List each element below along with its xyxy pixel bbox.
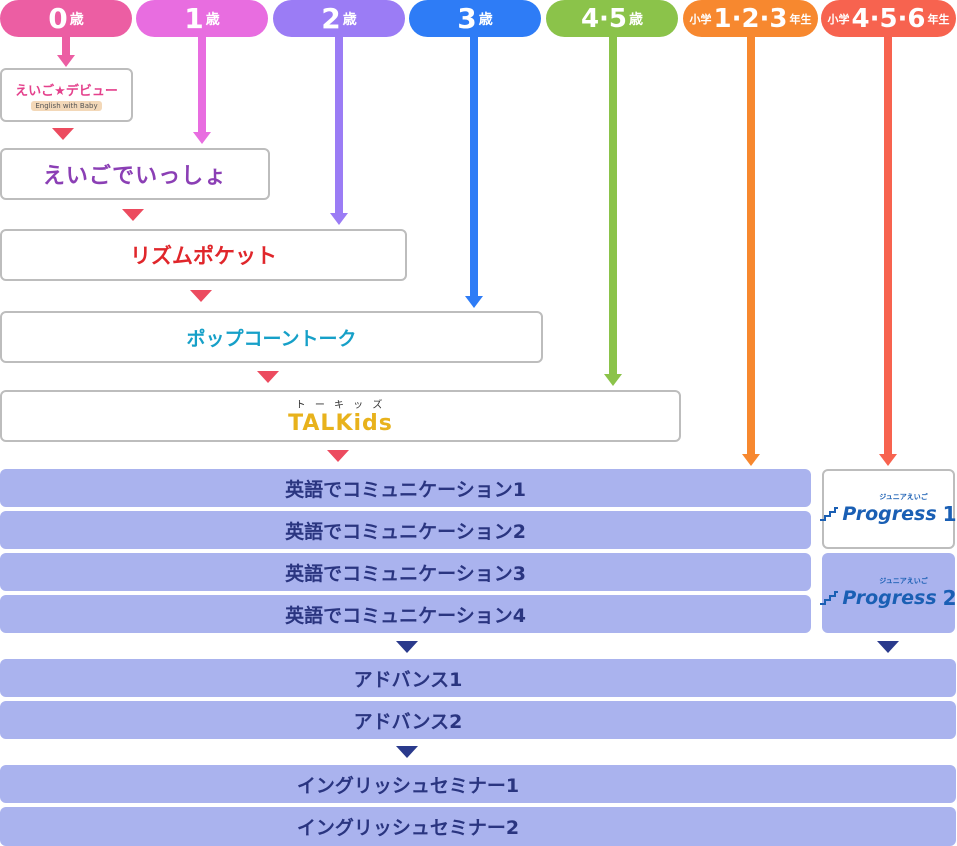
progress-1-logo: Progress 1	[820, 502, 957, 526]
grade-123-connector	[747, 37, 755, 455]
flow-arrow-7	[877, 641, 899, 653]
tab-age-1-unit: 歳	[205, 11, 220, 28]
course-advance-1: アドバンス1	[0, 659, 956, 697]
tab-grade-456: 小学 4·5·6 年生	[821, 0, 956, 37]
program-eigo-issho: えいごでいっしょ	[0, 148, 270, 200]
tab-grade-123-unit: 年生	[789, 12, 812, 26]
progress-1-label: Progress	[842, 503, 937, 525]
progress-1-num: 1	[942, 502, 957, 526]
age-0-arrow	[57, 55, 75, 67]
program-progress-1: ジュニアえいご Progress 1	[820, 469, 957, 549]
course-communication-4: 英語でコミュニケーション4	[0, 595, 811, 633]
course-communication-3: 英語でコミュニケーション3	[0, 553, 811, 591]
age-45-arrow	[604, 374, 622, 386]
tab-age-45-unit: 歳	[629, 11, 644, 28]
eigo-debut-logo-title: えいご★デビュー	[15, 83, 118, 99]
eigo-debut-logo-sub: English with Baby	[31, 100, 102, 111]
stairs-icon	[820, 507, 839, 521]
talkids-logo: TALKids	[288, 411, 393, 436]
flow-arrow-6	[396, 641, 418, 653]
tab-age-0-num: 0	[48, 1, 68, 35]
tab-age-1: 1 歳	[136, 0, 268, 37]
course-advance-2: アドバンス2	[0, 701, 956, 739]
course-communication-1: 英語でコミュニケーション1	[0, 469, 811, 507]
tab-age-45-num: 4·5	[580, 3, 628, 34]
flow-arrow-3	[190, 290, 212, 302]
progress-2-num: 2	[942, 586, 957, 610]
tab-age-3-num: 3	[457, 1, 477, 35]
course-communication-2: 英語でコミュニケーション2	[0, 511, 811, 549]
tab-grade-123: 小学 1·2·3 年生	[683, 0, 818, 37]
progress-2-label: Progress	[842, 587, 937, 609]
talkids-logo-kana: ト ー キ ッ ズ	[295, 400, 386, 411]
flow-arrow-1	[52, 128, 74, 140]
program-progress-2: ジュニアえいご Progress 2	[820, 553, 957, 633]
progress-1-ruby: ジュニアえいご	[879, 493, 928, 501]
age-0-connector	[62, 37, 70, 55]
age-2-connector	[335, 37, 343, 214]
eigo-issho-logo: えいごでいっしょ	[42, 164, 228, 189]
popcorn-talk-logo: ポップコーントーク	[186, 327, 357, 350]
flow-arrow-4	[257, 371, 279, 383]
age-1-arrow	[193, 132, 211, 144]
tab-grade-456-num: 4·5·6	[851, 3, 926, 34]
age-3-arrow	[465, 296, 483, 308]
tab-age-3-unit: 歳	[478, 11, 493, 28]
course-seminar-2: イングリッシュセミナー2	[0, 807, 956, 846]
program-eigo-debut: えいご★デビュー English with Baby	[0, 68, 133, 122]
flow-arrow-2	[122, 209, 144, 221]
flow-arrow-8	[396, 746, 418, 758]
tab-age-3: 3 歳	[409, 0, 541, 37]
tab-age-0: 0 歳	[0, 0, 132, 37]
progress-2-ruby: ジュニアえいご	[879, 577, 928, 585]
progress-2-logo: Progress 2	[820, 586, 957, 610]
grade-456-connector	[884, 37, 892, 455]
rhythm-pocket-logo: リズムポケット	[130, 244, 277, 268]
program-popcorn-talk: ポップコーントーク	[0, 311, 543, 363]
program-talkids: ト ー キ ッ ズ TALKids	[0, 390, 681, 442]
age-2-arrow	[330, 213, 348, 225]
course-seminar-1: イングリッシュセミナー1	[0, 765, 956, 803]
age-1-connector	[198, 37, 206, 133]
tab-age-1-num: 1	[184, 1, 204, 35]
tab-age-45: 4·5 歳	[546, 0, 678, 37]
flow-arrow-5	[327, 450, 349, 462]
tab-age-2: 2 歳	[273, 0, 405, 37]
tab-age-0-unit: 歳	[69, 11, 84, 28]
age-45-connector	[609, 37, 617, 375]
tab-grade-456-prefix: 小学	[827, 12, 850, 26]
grade-123-arrow	[742, 454, 760, 466]
tab-age-2-num: 2	[321, 1, 341, 35]
tab-grade-456-unit: 年生	[927, 12, 950, 26]
tab-grade-123-prefix: 小学	[689, 12, 712, 26]
tab-grade-123-num: 1·2·3	[713, 3, 788, 34]
grade-456-arrow	[879, 454, 897, 466]
program-rhythm-pocket: リズムポケット	[0, 229, 407, 281]
age-3-connector	[470, 37, 478, 297]
tab-age-2-unit: 歳	[342, 11, 357, 28]
stairs-icon	[820, 591, 839, 605]
